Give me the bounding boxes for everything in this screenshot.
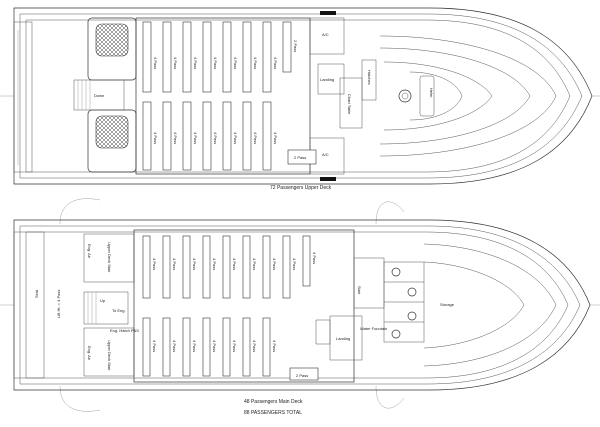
- upper-bench: [262, 21, 272, 93]
- stair-label: Stair: [357, 286, 362, 295]
- main-bench: [182, 317, 191, 377]
- upper-bench-label: 2 Pass: [294, 155, 306, 160]
- upper-bench-label: 2 Pass: [293, 40, 298, 52]
- upper-bench-label: 4 Pass: [153, 132, 158, 144]
- upper-bench: [262, 101, 272, 171]
- chart-table-label: Chart Table: [347, 94, 352, 115]
- water-fountain-label: Water Fountain: [360, 326, 387, 331]
- main-bench-label: 4 Pass: [292, 258, 297, 270]
- ac-label-bottom: A/C: [322, 152, 329, 157]
- main-bench-label: 4 Pass: [172, 340, 177, 352]
- upper-bench-label: 4 Pass: [233, 132, 238, 144]
- upper-bench: [162, 101, 172, 171]
- landing-label: Landing: [320, 77, 334, 82]
- main-bench: [242, 235, 251, 299]
- main-bench: [142, 317, 151, 377]
- main-bench-label: 4 Pass: [212, 258, 217, 270]
- storage-label: Storage: [440, 302, 455, 307]
- main-bench: [262, 235, 271, 299]
- upper-bench-label: 4 Pass: [273, 57, 278, 69]
- main-bench: [222, 235, 231, 299]
- main-bench-label: 4 Pass: [192, 258, 197, 270]
- upper-bench-label: 4 Pass: [173, 132, 178, 144]
- upper-deck-caption: 72 Passengers Upper Deck: [270, 185, 332, 191]
- main-bench: [202, 235, 211, 299]
- main-bench: [142, 235, 151, 299]
- upper-bench: [142, 101, 152, 171]
- main-bench: [162, 317, 171, 377]
- main-bench: [182, 235, 191, 299]
- upper-bench-label: 4 Pass: [273, 132, 278, 144]
- main-bench-label: 4 Pass: [252, 340, 257, 352]
- main-bench-label: 4 Pass: [212, 340, 217, 352]
- seat-label: Seat: [34, 289, 39, 298]
- main-bench: [242, 317, 251, 377]
- main-hull-outline: [13, 219, 591, 391]
- main-bench: [202, 317, 211, 377]
- upper-bench: [162, 21, 172, 93]
- upper-bench: [182, 101, 192, 171]
- to-eng-label: To Eng.: [112, 308, 126, 313]
- upper-bench-label: 4 Pass: [193, 132, 198, 144]
- main-bench: [222, 317, 231, 377]
- main-bench-label: 4 Pass: [272, 340, 277, 352]
- main-bench: [302, 235, 311, 287]
- total-caption: 88 PASSENGERS TOTAL: [244, 410, 302, 416]
- ac-label-top: A/C: [322, 32, 329, 37]
- upper-bench-label: 4 Pass: [253, 132, 258, 144]
- main-bench-label: 4 Pass: [152, 258, 157, 270]
- main-bench-label: 4 Pass: [232, 258, 237, 270]
- main-bench: [282, 235, 291, 299]
- upper-benches: [142, 21, 317, 171]
- main-deck-caption: 48 Passengers Main Deck: [244, 399, 303, 405]
- upper-bench: [202, 21, 212, 93]
- upper-hull-outline: [13, 7, 593, 185]
- eng-hatch-label: Eng. Hatch P&S: [110, 328, 139, 333]
- up-label: Up: [100, 298, 106, 303]
- main-bench-label: 2 Pass: [296, 373, 308, 378]
- hatches-label: Hatches: [367, 70, 372, 85]
- upper-bench-label: 4 Pass: [213, 132, 218, 144]
- helm-label: Helm: [429, 88, 434, 98]
- upper-bench: [182, 21, 192, 93]
- main-benches: [142, 235, 319, 381]
- upper-bench-label: 4 Pass: [173, 57, 178, 69]
- upper-bench: [242, 101, 252, 171]
- upper-bench-label: 4 Pass: [193, 57, 198, 69]
- upper-bench-label: 4 Pass: [233, 57, 238, 69]
- main-bench-label: 4 Pass: [172, 258, 177, 270]
- main-bench-label: 4 Pass: [232, 340, 237, 352]
- upper-bench: [222, 21, 232, 93]
- main-bench-label: 4 Pass: [272, 258, 277, 270]
- upper-bench-label: 4 Pass: [253, 57, 258, 69]
- down-label: Down: [94, 93, 104, 98]
- lift-label: Lift Ht. = 4 Pass: [56, 290, 61, 318]
- upper-bench: [142, 21, 152, 93]
- upper-bench: [282, 21, 292, 73]
- main-bench: [262, 317, 271, 377]
- main-bench: [162, 235, 171, 299]
- main-bench-label: 4 Pass: [192, 340, 197, 352]
- upper-bench: [287, 149, 317, 165]
- upper-stair-label-bottom: Upper Deck Stair: [107, 340, 112, 371]
- main-bench-label: 4 Pass: [152, 340, 157, 352]
- upper-bench: [202, 101, 212, 171]
- main-bench: [289, 367, 319, 381]
- landing-label: Landing: [336, 336, 350, 341]
- main-deck-plan: [0, 198, 600, 412]
- upper-stair-label-top: Upper Deck Stair: [107, 242, 112, 273]
- upper-bench: [242, 21, 252, 93]
- eng-air-label-bottom: Eng. Air: [87, 346, 92, 361]
- main-bench-label: 4 Pass: [252, 258, 257, 270]
- upper-bench-label: 4 Pass: [213, 57, 218, 69]
- eng-air-label-top: Eng. Air: [87, 244, 92, 259]
- upper-bench-label: 4 Pass: [153, 57, 158, 69]
- main-bench-label: 4 Pass: [312, 252, 317, 264]
- upper-deck-plan: [0, 7, 600, 185]
- upper-bench: [222, 101, 232, 171]
